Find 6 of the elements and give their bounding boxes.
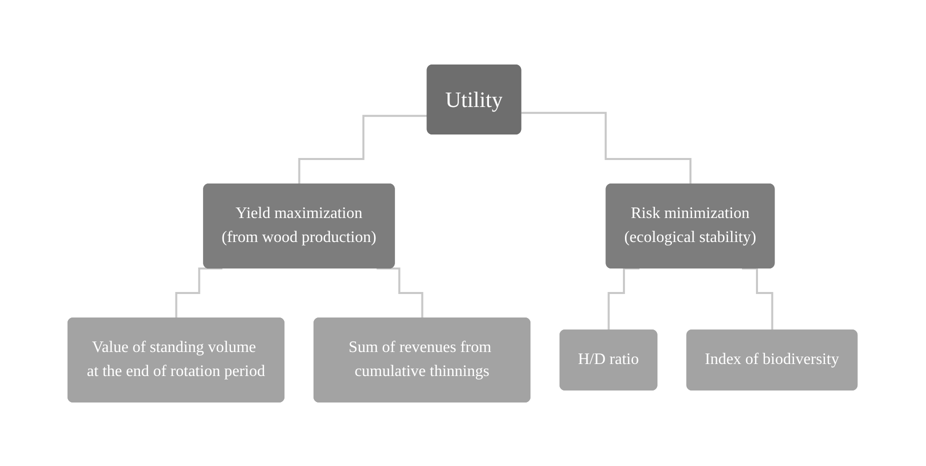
connector xyxy=(377,267,424,319)
connector xyxy=(176,267,223,319)
connector xyxy=(742,267,774,331)
connector xyxy=(522,111,692,185)
connector xyxy=(298,114,428,185)
connector xyxy=(608,267,640,331)
